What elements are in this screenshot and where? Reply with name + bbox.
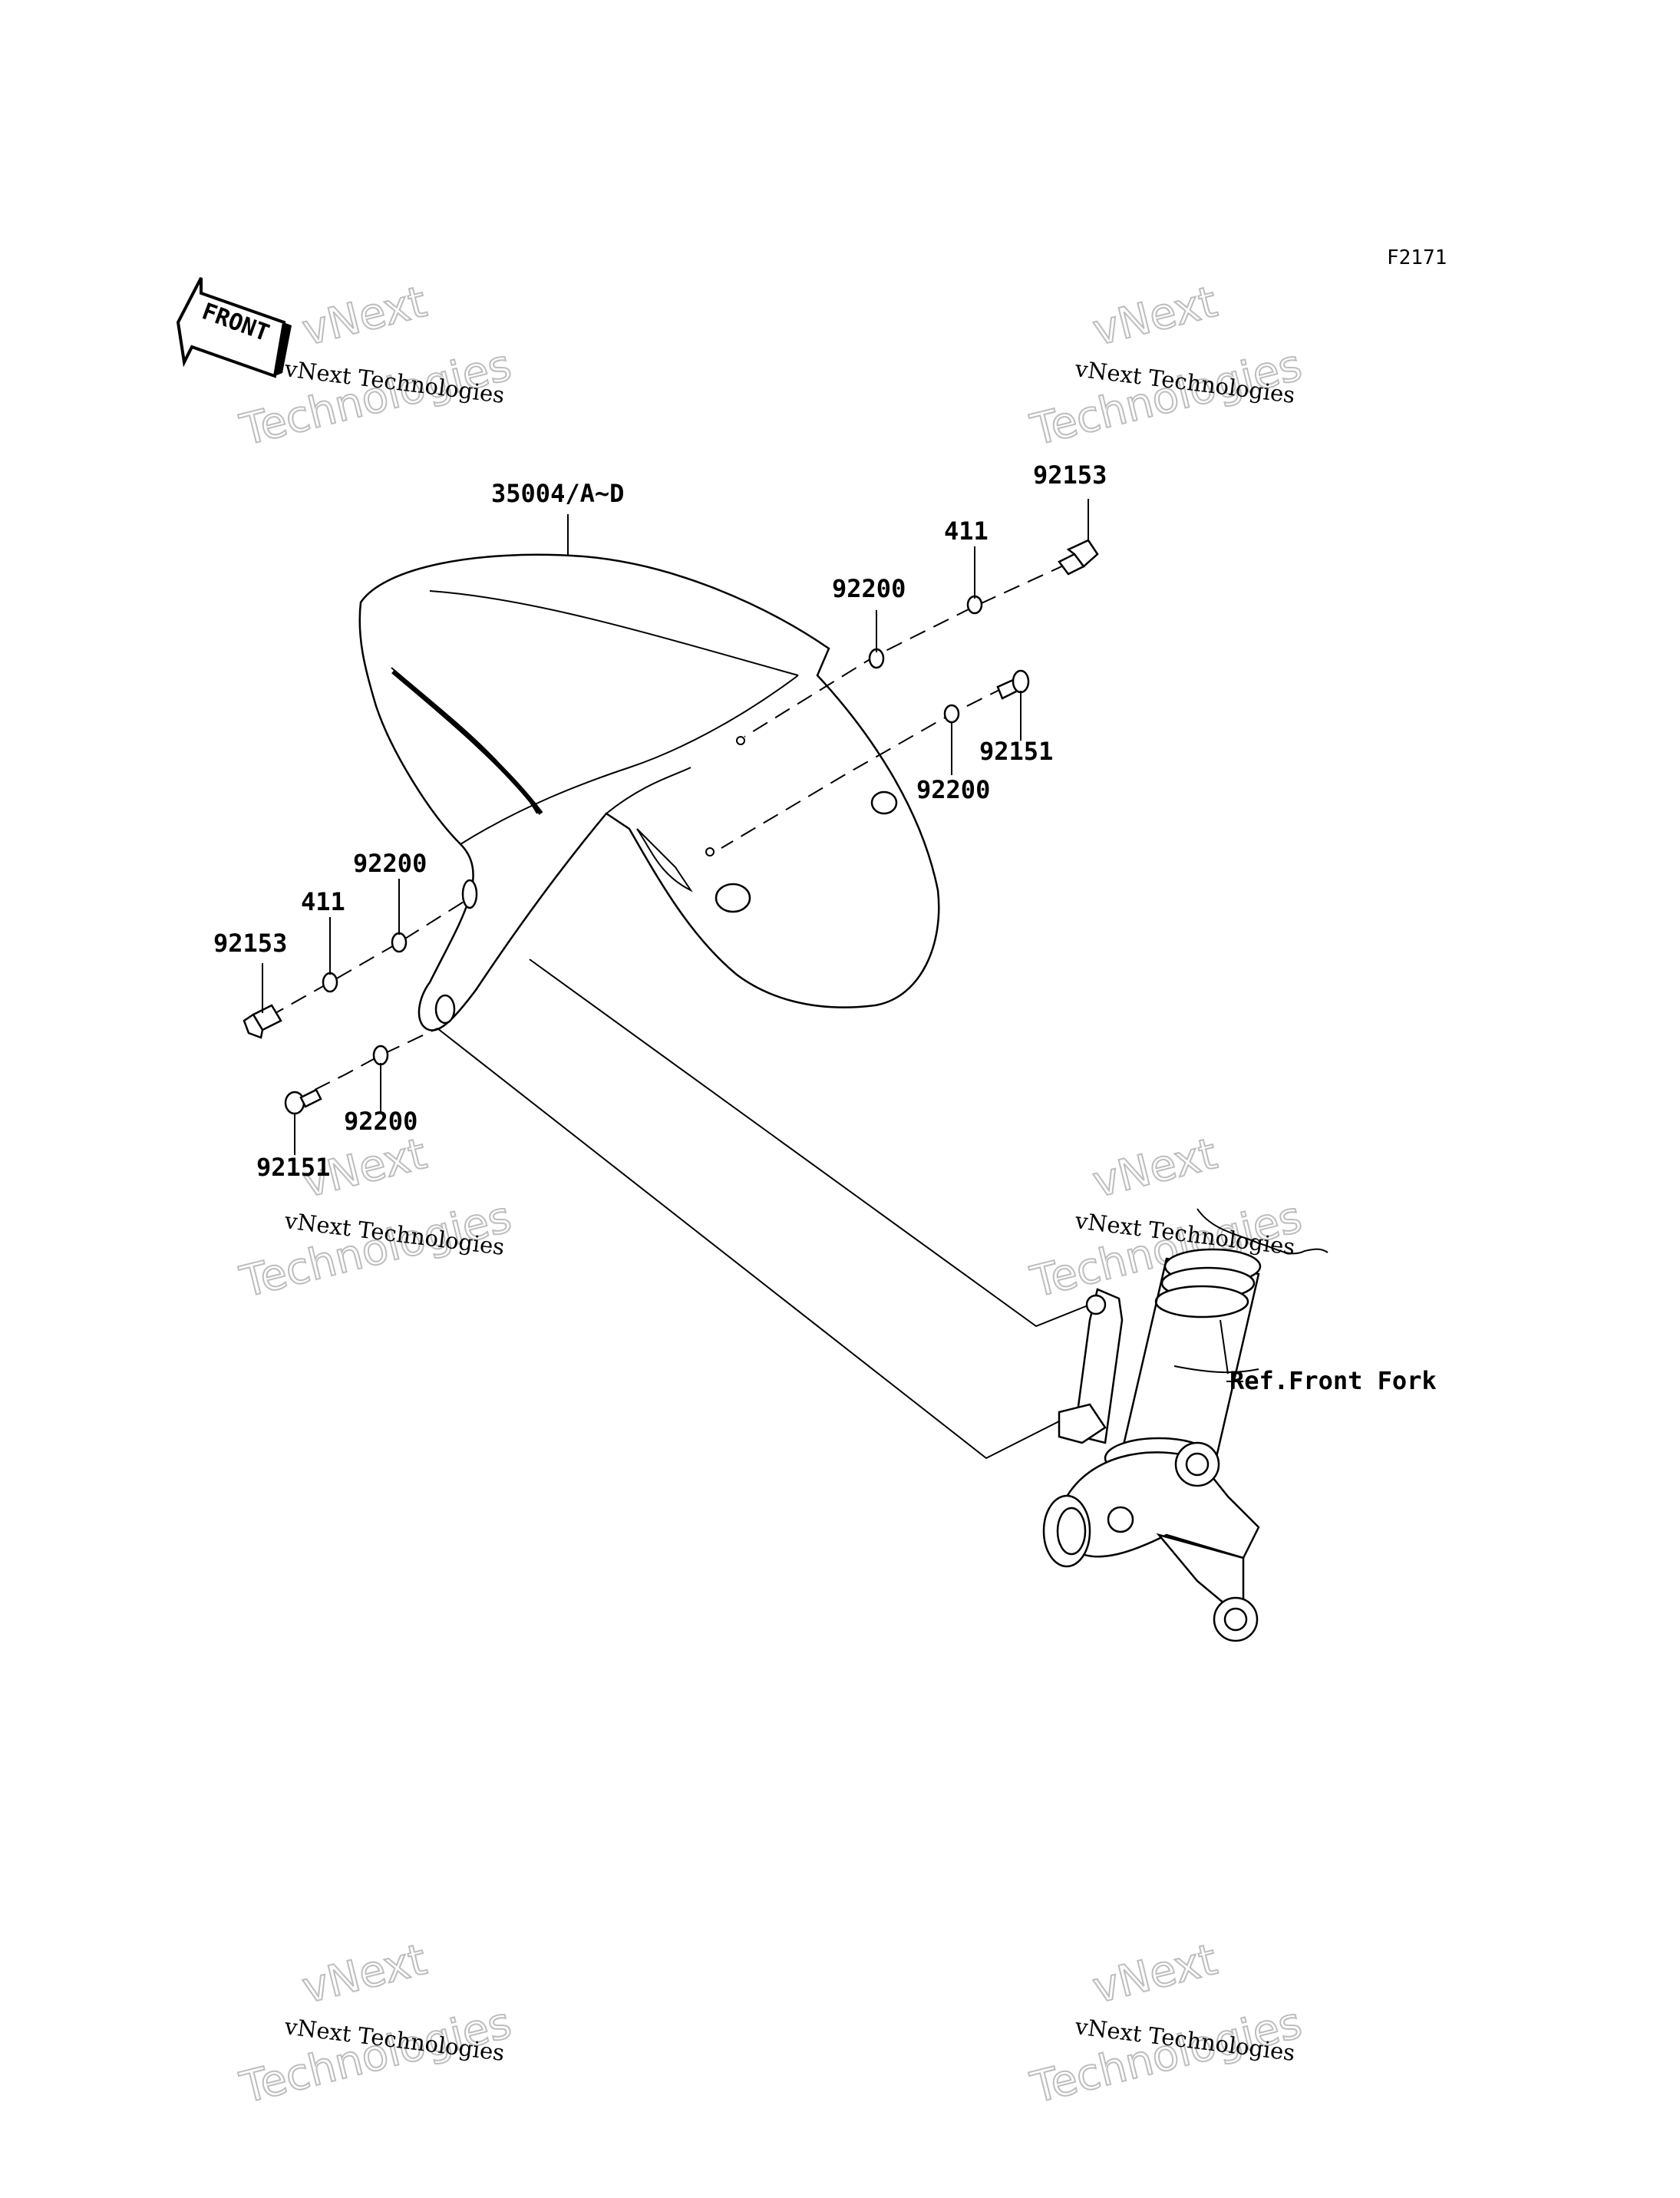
right-upper-bolt-axis bbox=[744, 563, 1068, 738]
watermark-big-line1: vNext bbox=[298, 1935, 431, 2014]
label-92200-right-upper: 92200 bbox=[832, 574, 906, 603]
front-fork-lower bbox=[1042, 1208, 1328, 1642]
watermark: vNext Technologies vNext Technologies bbox=[1025, 276, 1308, 457]
bolt-92151-left bbox=[284, 1088, 322, 1115]
washer-411-left bbox=[322, 972, 338, 993]
bolt-92153-left bbox=[243, 1004, 282, 1039]
watermark: vNext Technologies vNext Technologies bbox=[235, 1934, 517, 2114]
label-92200-right-lower: 92200 bbox=[916, 775, 990, 804]
label-92200-left-lower: 92200 bbox=[344, 1107, 418, 1136]
bolt-92153-right bbox=[1058, 539, 1099, 576]
right-lower-bolt-axis bbox=[721, 686, 1006, 849]
label-92153-left: 92153 bbox=[213, 929, 287, 958]
watermark-big-line1: vNext bbox=[1088, 277, 1222, 356]
left-upper-bolt-axis bbox=[268, 897, 470, 1018]
watermark: vNext Technologies vNext Technologies bbox=[1025, 1934, 1308, 2114]
watermark-big-line1: vNext bbox=[1088, 1129, 1222, 1208]
label-92151-right: 92151 bbox=[979, 737, 1053, 766]
washer-92200-right-lower bbox=[943, 704, 960, 724]
diagram-code: F2171 bbox=[1387, 246, 1447, 269]
label-411-right: 411 bbox=[944, 516, 989, 546]
watermark-big-line1: vNext bbox=[298, 277, 431, 356]
fender-to-fork-upper-line bbox=[529, 959, 1091, 1328]
left-lower-bolt-axis bbox=[314, 1028, 438, 1091]
fender-to-fork-lower-line bbox=[437, 1028, 1060, 1460]
label-fork-ref: Ref.Front Fork bbox=[1229, 1366, 1437, 1395]
front-fender bbox=[358, 553, 940, 1031]
label-411-left: 411 bbox=[301, 887, 345, 916]
washer-92200-left-upper bbox=[391, 932, 408, 953]
front-arrow-icon: FRONT bbox=[176, 277, 292, 378]
label-92151-left: 92151 bbox=[256, 1153, 330, 1182]
label-92153-right: 92153 bbox=[1033, 460, 1107, 490]
watermark-big-line1: vNext bbox=[1088, 1935, 1222, 2014]
washer-411-right bbox=[966, 595, 983, 615]
bolt-92151-right bbox=[996, 669, 1030, 700]
label-35004: 35004/A~D bbox=[491, 479, 624, 508]
washer-92200-left-lower bbox=[372, 1045, 389, 1066]
label-92200-left-upper: 92200 bbox=[353, 849, 427, 878]
